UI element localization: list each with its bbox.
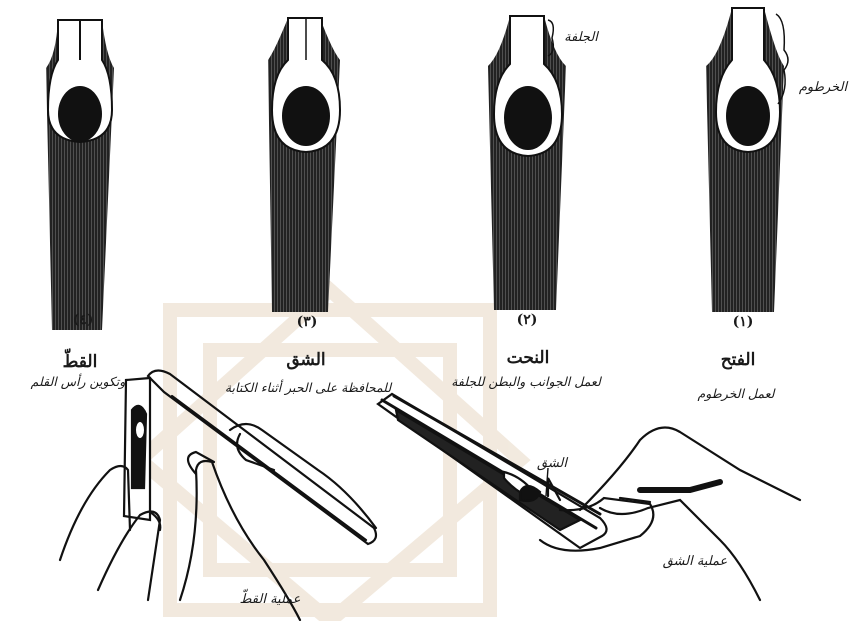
reed-pen-4-cut xyxy=(46,20,114,330)
pen-3-title: الشق xyxy=(266,350,346,370)
reed-pen-1-opening xyxy=(706,8,788,312)
pen-2-title: النحت xyxy=(488,348,568,368)
pen-3-number: (٣) xyxy=(284,314,330,330)
label-process-qatt: عملية القطّ xyxy=(220,592,320,607)
pen-2-number: (٢) xyxy=(504,312,550,328)
pen-1-subtitle: لعمل الخرطوم xyxy=(676,386,796,401)
pen-1-number: (١) xyxy=(720,314,766,330)
hand-cutting-illustration xyxy=(60,370,376,620)
pen-4-title: القطّ xyxy=(40,352,120,372)
reed-pen-3-slit xyxy=(268,18,340,312)
label-khartoum: الخرطوم xyxy=(796,80,850,95)
label-process-shaqq: عملية الشق xyxy=(640,554,750,569)
pen-2-subtitle: لعمل الجوانب والبطن للجلفة xyxy=(436,374,616,389)
reed-pen-2-shaving xyxy=(488,16,566,310)
label-jalfa: الجلفة xyxy=(556,30,606,45)
label-shaqq-mark: الشق xyxy=(532,456,572,471)
pen-4-number: (٤) xyxy=(60,312,106,328)
pen-4-subtitle: وتكوين رأس القلم xyxy=(8,374,148,389)
pen-1-title: الفتح xyxy=(698,350,778,370)
pen-3-subtitle: للمحافظة على الحبر أثناء الكتابة xyxy=(208,380,408,395)
